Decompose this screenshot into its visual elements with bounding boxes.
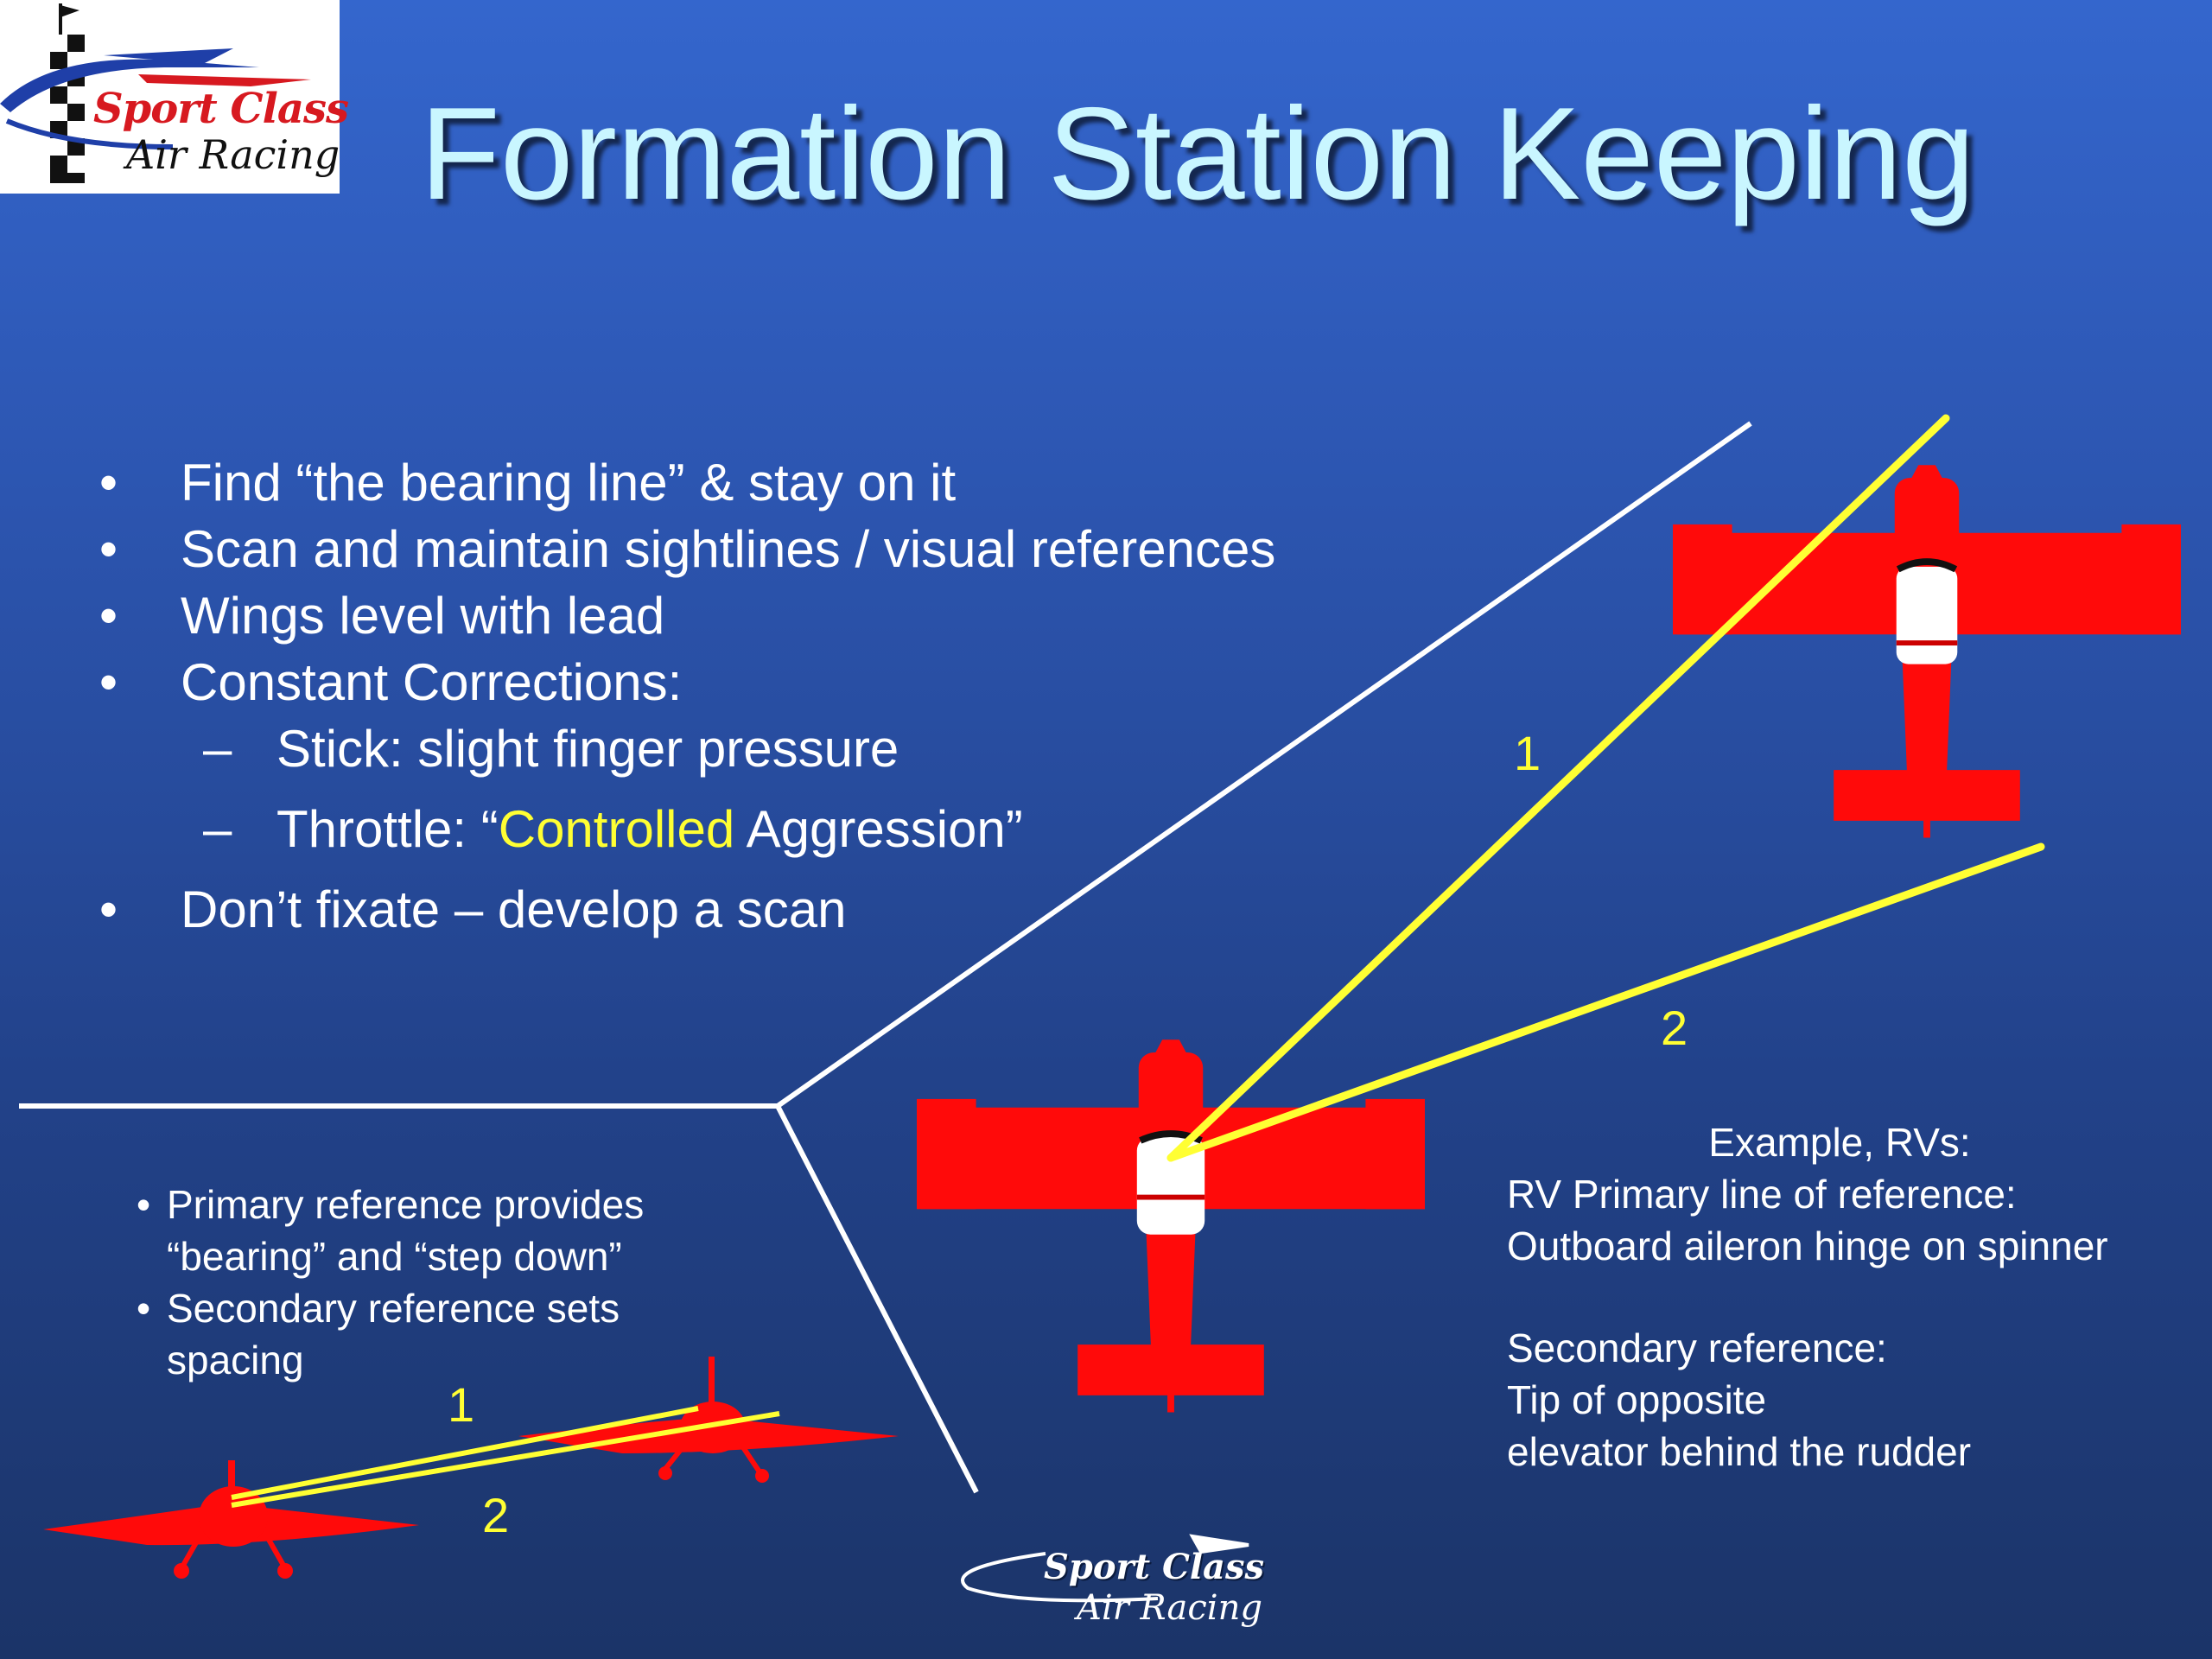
dash-dot: – (203, 720, 232, 778)
bullet-dot: • (99, 587, 118, 645)
lead-airplane-icon (1673, 465, 2181, 838)
label-main-1: 1 (1514, 726, 1541, 780)
footer-swoosh-icon (961, 1534, 1249, 1603)
sightlines-main (1166, 414, 2045, 1162)
example-text-block: Example, RVs: RV Primary line of referen… (1507, 1116, 2181, 1478)
example-line: Secondary reference: (1507, 1325, 1887, 1370)
example-line: elevator behind the rudder (1507, 1429, 1972, 1474)
slide-title: Formation Station Keeping (420, 80, 1975, 227)
footer-logo-air-racing: Air Racing (1077, 1588, 1262, 1628)
example-line: Outboard aileron hinge on spinner (1507, 1224, 2108, 1268)
bullet-item: •Scan and maintain sightlines / visual r… (91, 516, 1404, 582)
bullet-dot: • (99, 880, 118, 938)
bullet-item: •Don’t fixate – develop a scan (91, 876, 1404, 943)
example-line: Tip of opposite (1507, 1377, 1767, 1422)
reference-bullet-list: •Primary reference provides“bearing” and… (137, 1179, 793, 1386)
bullet-dot: • (99, 454, 118, 512)
sub-bullet-item: –Throttle: “Controlled Aggression” (91, 796, 1404, 862)
sport-class-logo: Sport Class Air Racing (0, 0, 349, 194)
label-small-1: 1 (448, 1377, 475, 1432)
bullet-item: •Wings level with lead (91, 582, 1404, 649)
main-bullet-list: •Find “the bearing line” & stay on it •S… (91, 449, 1404, 943)
highlight-controlled: Controlled (498, 800, 735, 858)
logo-text-air-racing: Air Racing (126, 131, 340, 178)
bullet-item: •Constant Corrections: (91, 649, 1404, 715)
logo-graphic (0, 3, 311, 183)
bullet-dot: • (99, 653, 118, 711)
label-small-2: 2 (482, 1488, 510, 1542)
checkered-pylon-icon (50, 3, 85, 183)
sub-bullet-item: –Stick: slight finger pressure (91, 715, 1404, 782)
example-line: RV Primary line of reference: (1507, 1172, 2017, 1217)
logo-text-sport-class: Sport Class (93, 85, 349, 133)
dash-dot: – (203, 800, 232, 858)
bullet-item: •Primary reference provides“bearing” and… (137, 1182, 645, 1279)
side-view-wing-plane-icon (43, 1460, 419, 1579)
label-main-2: 2 (1661, 1001, 1688, 1055)
divider-lines (19, 421, 1752, 1494)
bullet-dot: • (99, 520, 118, 578)
footer-logo-sport-class: Sport Class (1044, 1547, 1264, 1587)
sightlines-small (231, 1406, 780, 1508)
bullet-item: •Find “the bearing line” & stay on it (91, 449, 1404, 516)
example-heading: Example, RVs: (1708, 1120, 1971, 1165)
